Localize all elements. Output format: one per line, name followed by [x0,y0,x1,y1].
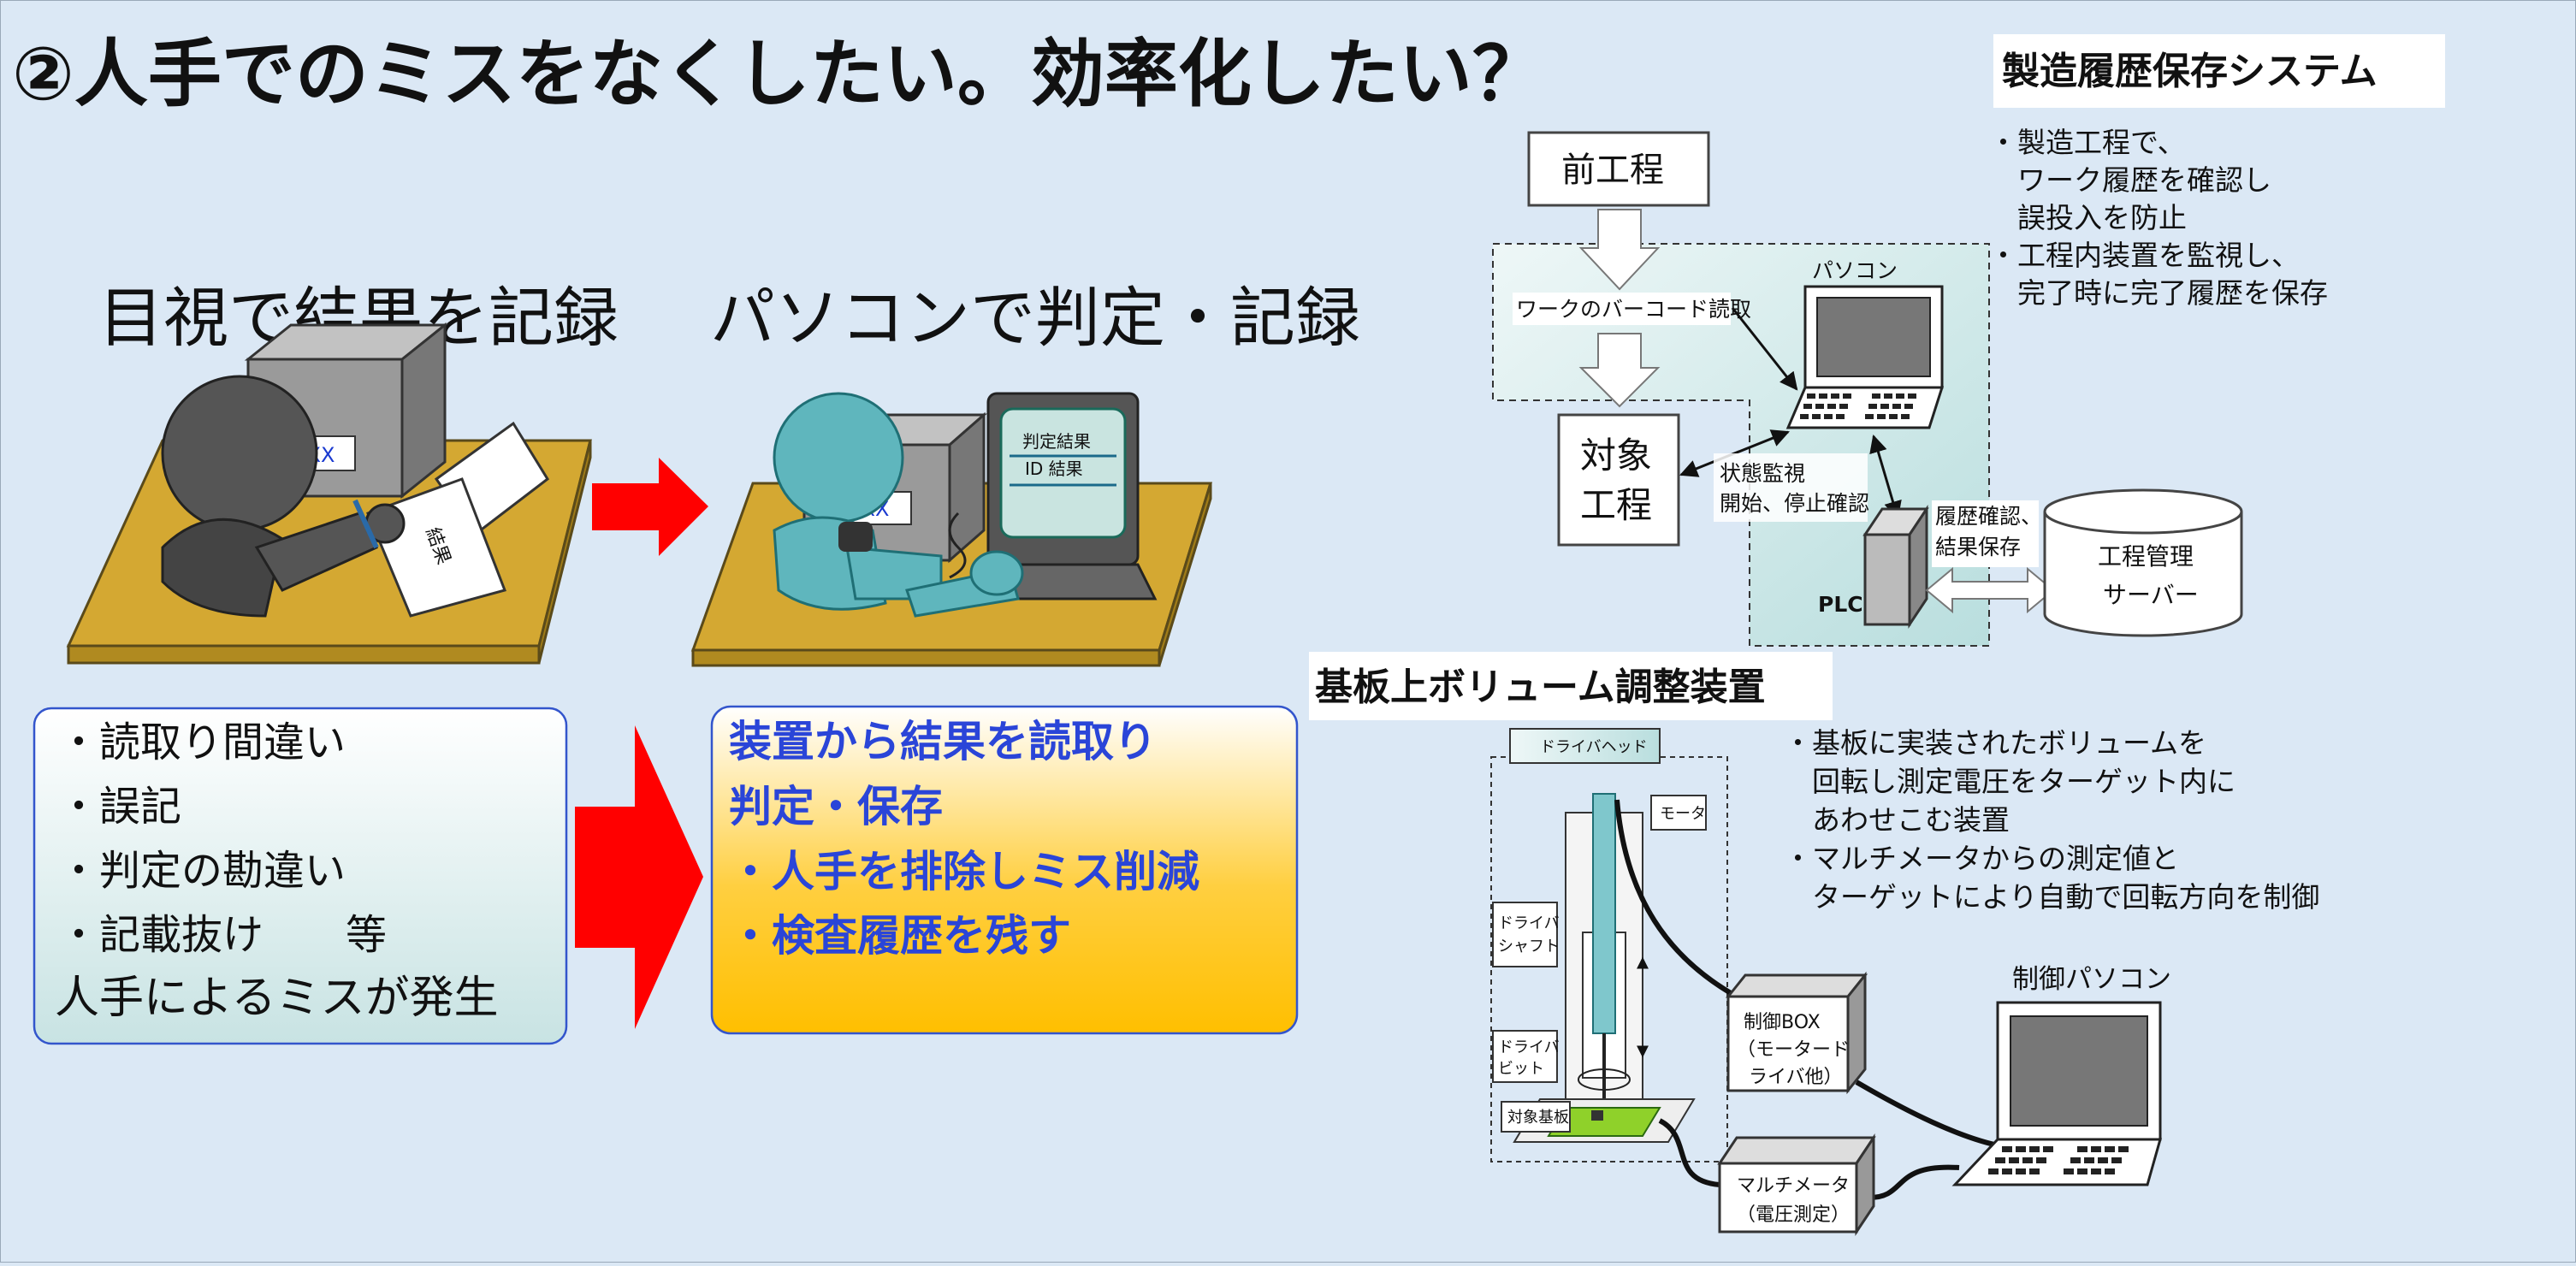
multimeter-label: マルチメータ [1737,1175,1850,1197]
page-title: ②人手でのミスをなくしたい。効率化したい？ [12,32,1546,117]
solution-line-2: 判定・保存 [729,782,943,831]
prev-process-label: 前工程 [1561,151,1664,190]
history-system-title: 製造履歴保存システム [2002,50,2378,93]
history-desc-line: 完了時に完了履歴を保存 [1989,276,2328,310]
pc-heading: パソコンで判定・記録 [710,280,1360,356]
multimeter-label: （電圧測定） [1737,1204,1850,1226]
problems-box [33,707,568,1045]
driver-shaft-label: ドライバ [1498,914,1560,932]
monitor-label: 開始、停止確認 [1720,491,1869,516]
history-system-diagram: 前工程 ワークのバーコード読取 対象 工程 パソコン 状態監視 開始、停止確認 [1492,131,2243,647]
history-desc-line: ワーク履歴を確認し [1989,163,2271,197]
problems-summary: 人手によるミスが発生 [55,973,498,1024]
problem-item: ・判定の勘違い [58,847,346,895]
driver-head-label: ドライバヘッド [1540,738,1648,756]
history-label: 結果保存 [1935,535,2021,559]
history-title-bg [1993,34,2445,108]
motor-label: モータ [1660,805,1706,823]
history-label: 履歴確認、 [1935,504,2042,529]
volume-desc-line: ・基板に実装されたボリュームを [1784,726,2206,760]
control-box-label: 制御BOX [1744,1012,1821,1033]
driver-bit-label: ドライバ [1498,1038,1560,1056]
target-process-label: 対象 [1580,435,1652,476]
target-board-label: 対象基板 [1507,1109,1569,1127]
history-desc-line: ・製造工程で、 [1989,126,2186,159]
driver-shaft-label: シャフト [1498,938,1560,955]
solution-bullet: ・人手を排除しミス削減 [729,847,1199,896]
server-label: 工程管理 [2098,542,2194,571]
monitor-line-2: ID 結果 [1025,458,1083,479]
history-desc-line: 誤投入を防止 [1989,201,2187,234]
problem-item: ・読取り間違い [58,719,346,766]
volume-title-bg [1309,652,1833,720]
volume-device-diagram: ドライバヘッド モータ ドライバ シャフト ドライバ ビット 対象基板 制 [1490,728,2171,1236]
control-pc-label: 制御パソコン [2012,964,2171,995]
pc-inspection-illustration: XX.XX 判定結果 ID 結果 [690,392,1213,667]
server-label: サーバー [2103,581,2199,609]
arrow-right-large [575,725,703,1029]
barcode-label: ワークのバーコード読取 [1516,297,1751,322]
monitor-label: 状態監視 [1720,461,1805,486]
driver-bit-label: ビット [1498,1060,1544,1078]
volume-desc-line: あわせこむ装置 [1784,803,2010,837]
volume-desc-line: ・マルチメータからの測定値と [1784,842,2179,875]
solution-bullet: ・検査履歴を残す [729,911,1071,961]
arrow-right-small [592,458,708,556]
manual-inspection-illustration: XX.XX 結果 [66,322,592,665]
plc-label: PLC [1818,592,1863,617]
problem-item: ・誤記 [58,783,181,831]
control-box-label: （モータード [1737,1039,1850,1061]
volume-desc-line: 回転し測定電圧をターゲット内に [1784,765,2235,798]
solution-box [710,705,1299,1035]
control-box-label: ライバ他） [1749,1067,1843,1088]
problem-item: ・記載抜け 等 [58,911,387,959]
history-desc-line: ・工程内装置を監視し、 [1989,239,2300,272]
pc-label: パソコン [1812,258,1898,283]
volume-desc-line: ターゲットにより自動で回転方向を制御 [1784,880,2319,914]
solution-line-1: 装置から結果を読取り [729,717,1157,766]
monitor-line-1: 判定結果 [1022,431,1091,452]
volume-device-title: 基板上ボリューム調整装置 [1315,666,1766,709]
target-process-label: 工程 [1580,484,1652,526]
